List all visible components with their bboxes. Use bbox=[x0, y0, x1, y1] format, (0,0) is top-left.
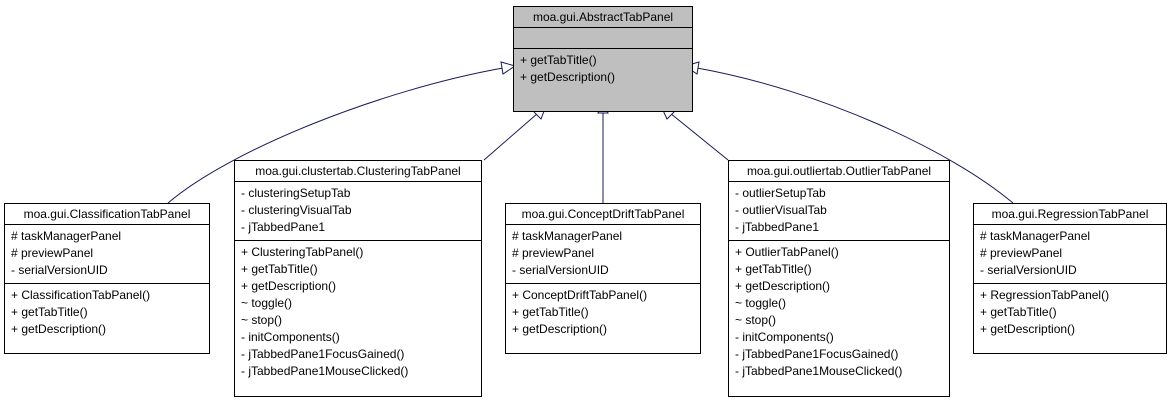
class-method: - jTabbedPane1MouseClicked() bbox=[241, 364, 409, 378]
class-method: + ClassificationTabPanel() bbox=[11, 288, 151, 302]
class-attributes: # taskManagerPanel # previewPanel - seri… bbox=[5, 225, 209, 284]
class-method: + OutlierTabPanel() bbox=[735, 245, 839, 259]
class-method: + getDescription() bbox=[735, 279, 831, 293]
class-method: - initComponents() bbox=[241, 330, 340, 344]
class-outlier-tab-panel[interactable]: moa.gui.outliertab.OutlierTabPanel - out… bbox=[728, 160, 950, 397]
class-method: + ConceptDriftTabPanel() bbox=[512, 288, 648, 302]
class-attribute: - jTabbedPane1 bbox=[241, 220, 326, 234]
class-method: + getDescription() bbox=[11, 322, 107, 336]
class-method: + getTabTitle() bbox=[241, 262, 318, 276]
class-methods: + RegressionTabPanel() + getTabTitle() +… bbox=[974, 284, 1166, 342]
class-method: + getTabTitle() bbox=[11, 305, 88, 319]
class-method: ~ toggle() bbox=[241, 296, 293, 310]
class-attribute: - outlierSetupTab bbox=[735, 186, 826, 200]
class-method: ~ stop() bbox=[735, 313, 777, 327]
class-attribute: - outlierVisualTab bbox=[735, 203, 827, 217]
class-clustering-tab-panel[interactable]: moa.gui.clustertab.ClusteringTabPanel - … bbox=[234, 160, 482, 397]
class-methods: + ConceptDriftTabPanel() + getTabTitle()… bbox=[506, 284, 700, 342]
edge-regression bbox=[696, 67, 1014, 204]
class-methods: + getTabTitle() + getDescription() bbox=[514, 49, 692, 90]
class-attribute: # previewPanel bbox=[11, 246, 94, 260]
arrowhead-classification bbox=[500, 61, 517, 75]
class-concept-drift-tab-panel[interactable]: moa.gui.ConceptDriftTabPanel # taskManag… bbox=[505, 203, 701, 354]
class-abstract-tab-panel[interactable]: moa.gui.AbstractTabPanel + getTabTitle()… bbox=[513, 6, 693, 112]
class-attribute: # taskManagerPanel bbox=[11, 229, 122, 243]
class-classification-tab-panel[interactable]: moa.gui.ClassificationTabPanel # taskMan… bbox=[4, 203, 210, 354]
class-methods: + OutlierTabPanel() + getTabTitle() + ge… bbox=[729, 241, 949, 384]
class-attribute: - clusteringSetupTab bbox=[241, 186, 351, 200]
class-attributes: - outlierSetupTab - outlierVisualTab - j… bbox=[729, 182, 949, 241]
class-attribute: # previewPanel bbox=[512, 246, 595, 260]
class-attribute: # taskManagerPanel bbox=[980, 229, 1091, 243]
class-attribute: - serialVersionUID bbox=[980, 263, 1077, 277]
class-methods: + ClusteringTabPanel() + getTabTitle() +… bbox=[235, 241, 481, 384]
class-method: + getDescription() bbox=[512, 322, 608, 336]
class-attributes bbox=[514, 28, 692, 49]
class-method: - jTabbedPane1MouseClicked() bbox=[735, 364, 903, 378]
class-method: + getTabTitle() bbox=[512, 305, 589, 319]
class-name: moa.gui.clustertab.ClusteringTabPanel bbox=[235, 161, 481, 182]
class-name: moa.gui.AbstractTabPanel bbox=[514, 7, 692, 28]
class-methods: + ClassificationTabPanel() + getTabTitle… bbox=[5, 284, 209, 342]
class-method: + getDescription() bbox=[520, 70, 616, 84]
class-attribute: - serialVersionUID bbox=[11, 263, 108, 277]
class-attribute: - jTabbedPane1 bbox=[735, 220, 820, 234]
class-attributes: - clusteringSetupTab - clusteringVisualT… bbox=[235, 182, 481, 241]
edge-classification bbox=[167, 67, 504, 204]
class-name: moa.gui.RegressionTabPanel bbox=[974, 204, 1166, 225]
class-method: + getTabTitle() bbox=[980, 305, 1057, 319]
class-attributes: # taskManagerPanel # previewPanel - seri… bbox=[506, 225, 700, 284]
class-method: + RegressionTabPanel() bbox=[980, 288, 1110, 302]
class-name: moa.gui.ClassificationTabPanel bbox=[5, 204, 209, 225]
class-method: ~ toggle() bbox=[735, 296, 787, 310]
class-method: - jTabbedPane1FocusGained() bbox=[735, 347, 899, 361]
class-method: - initComponents() bbox=[735, 330, 834, 344]
class-method: ~ stop() bbox=[241, 313, 283, 327]
class-attribute: - clusteringVisualTab bbox=[241, 203, 352, 217]
class-method: + getDescription() bbox=[980, 322, 1076, 336]
class-method: + getTabTitle() bbox=[735, 262, 812, 276]
class-method: + getDescription() bbox=[241, 279, 337, 293]
edge-outlier bbox=[669, 112, 729, 161]
class-name: moa.gui.outliertab.OutlierTabPanel bbox=[729, 161, 949, 182]
class-attribute: # previewPanel bbox=[980, 246, 1063, 260]
class-attributes: # taskManagerPanel # previewPanel - seri… bbox=[974, 225, 1166, 284]
class-method: + ClusteringTabPanel() bbox=[241, 245, 364, 259]
class-attribute: - serialVersionUID bbox=[512, 263, 609, 277]
class-method: + getTabTitle() bbox=[520, 53, 597, 67]
class-regression-tab-panel[interactable]: moa.gui.RegressionTabPanel # taskManager… bbox=[973, 203, 1167, 354]
edge-clustering bbox=[483, 112, 539, 161]
class-attribute: # taskManagerPanel bbox=[512, 229, 623, 243]
class-name: moa.gui.ConceptDriftTabPanel bbox=[506, 204, 700, 225]
class-method: - jTabbedPane1FocusGained() bbox=[241, 347, 405, 361]
